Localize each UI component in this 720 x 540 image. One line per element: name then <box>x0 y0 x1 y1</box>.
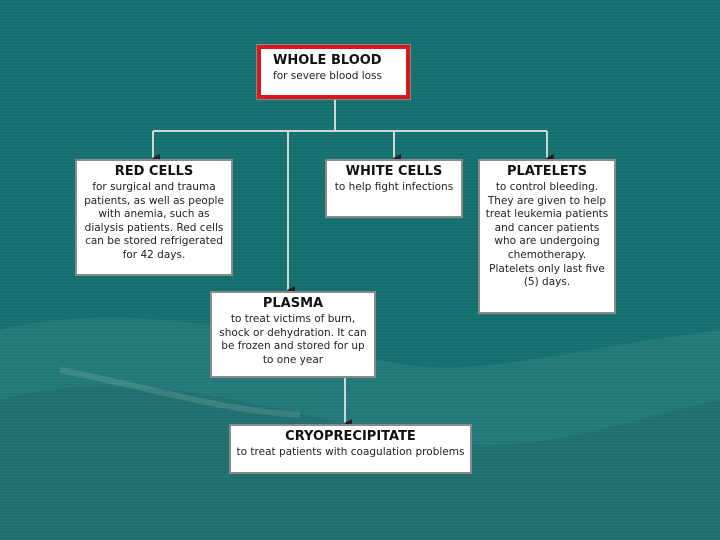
platelets-desc: to control bleeding. They are given to h… <box>485 181 609 289</box>
red-cells-desc: for surgical and trauma patients, as wel… <box>84 181 224 261</box>
cryoprecipitate-box: CRYOPRECIPITATE to treat patients with c… <box>229 424 472 474</box>
plasma-title: PLASMA <box>262 296 324 311</box>
cryoprecipitate-title: CRYOPRECIPITATE <box>285 429 416 444</box>
white-cells-title: WHITE CELLS <box>345 164 443 179</box>
whole-blood-title: WHOLE BLOOD <box>273 53 382 68</box>
platelets-title: PLATELETS <box>506 164 587 179</box>
platelets-box: PLATELETS to control bleeding. They are … <box>478 159 616 314</box>
whole-blood-desc: for severe blood loss <box>273 70 382 82</box>
white-cells-desc: to help fight infections <box>334 181 454 193</box>
plasma-box: PLASMA to treat victims of burn, shock o… <box>210 291 376 378</box>
plasma-desc: to treat victims of burn, shock or dehyd… <box>219 313 367 366</box>
whole-blood-box: WHOLE BLOOD for severe blood loss <box>256 44 411 100</box>
cryoprecipitate-desc: to treat patients with coagulation probl… <box>236 446 465 458</box>
red-cells-box: RED CELLS for surgical and trauma patien… <box>75 159 233 276</box>
white-cells-box: WHITE CELLS to help fight infections <box>325 159 463 218</box>
red-cells-title: RED CELLS <box>114 164 194 179</box>
